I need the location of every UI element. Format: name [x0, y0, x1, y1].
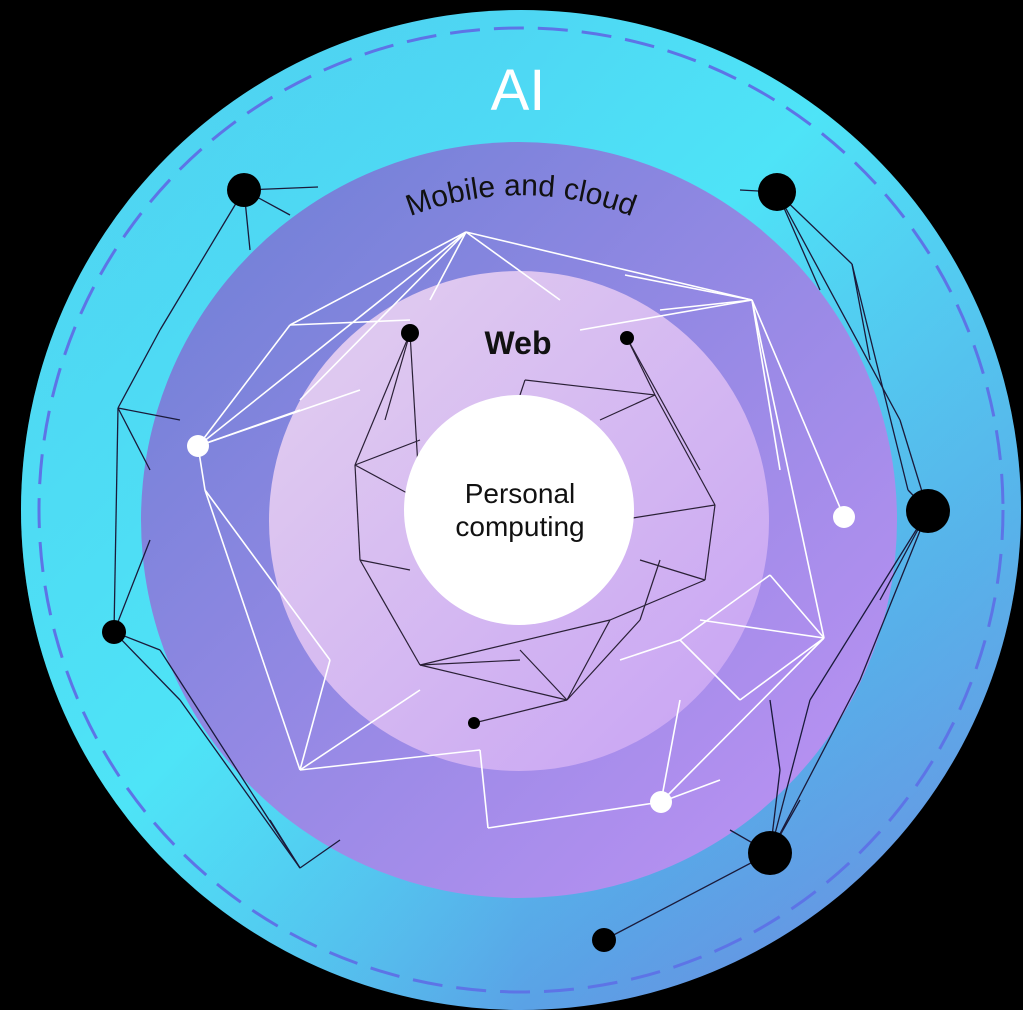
ai-node — [227, 173, 261, 207]
ai-node — [592, 928, 616, 952]
mobile-network-line — [660, 637, 825, 803]
ai-ring-dashed-border — [37, 26, 1005, 994]
ai-network-line — [117, 407, 151, 471]
ai-network-line — [769, 699, 781, 771]
mobile-network-line — [299, 231, 467, 401]
web-network-line — [626, 337, 701, 471]
mobile-network-line — [679, 574, 771, 641]
mobile-node — [187, 435, 209, 457]
web-network-lines — [354, 332, 716, 724]
mobile-network-line — [197, 231, 467, 447]
mobile-network-line — [465, 231, 561, 301]
web-network-line — [419, 619, 611, 666]
ai-node — [748, 831, 792, 875]
mobile-network-line — [769, 574, 825, 639]
web-network-line — [354, 332, 411, 466]
web-network-line — [419, 659, 521, 666]
mobile-network-lines — [197, 231, 845, 829]
mobile-network-line — [579, 299, 753, 331]
web-network-line — [639, 559, 661, 621]
ai-network-line — [859, 510, 929, 681]
web-network-line — [354, 464, 361, 561]
ai-network-line — [113, 631, 181, 701]
mobile-network-line — [204, 489, 331, 661]
mobile-network-line — [659, 299, 753, 311]
ai-network-line — [851, 263, 909, 491]
web-network-line — [419, 664, 568, 701]
web-network-line — [473, 699, 568, 724]
web-label: Web — [485, 325, 552, 361]
ai-network-line — [117, 329, 161, 409]
ai-network-line — [809, 510, 929, 701]
web-network-line — [359, 559, 421, 666]
mobile-network-line — [751, 299, 825, 639]
mobile-network-line — [739, 637, 825, 701]
mobile-network-line — [289, 231, 467, 326]
web-network-line — [524, 379, 656, 396]
web-network-line — [639, 559, 706, 581]
ai-node — [906, 489, 950, 533]
mobile-network-line — [660, 699, 681, 803]
mobile-node — [650, 791, 672, 813]
web-network-line — [566, 619, 641, 701]
personal-computing-core — [404, 395, 634, 625]
ai-network-line — [776, 191, 901, 421]
ai-network-line — [851, 263, 871, 361]
mobile-node — [833, 506, 855, 528]
ai-network-line — [299, 839, 341, 869]
web-network-line — [599, 394, 656, 421]
web-network-line — [654, 394, 716, 506]
web-network-line — [519, 649, 568, 701]
ai-network-line — [113, 539, 151, 633]
mobile-network-line — [679, 639, 741, 701]
mobile-network-line — [699, 619, 825, 639]
ai-label: AI — [491, 58, 546, 123]
web-network-line — [359, 559, 411, 571]
ai-network-line — [269, 819, 301, 869]
web-network-line — [354, 439, 421, 466]
ai-network-line — [117, 407, 181, 421]
ai-network-line — [769, 679, 861, 854]
network-nodes — [102, 173, 950, 952]
mobile-network-line — [204, 489, 301, 771]
mobile-network-line — [197, 409, 301, 447]
mobile-network-line — [479, 749, 489, 829]
web-network-line — [384, 332, 411, 421]
mobile-network-line — [487, 801, 662, 829]
ai-network-line — [113, 407, 119, 633]
web-node — [468, 717, 480, 729]
personal-computing-label-line1: Personal — [465, 478, 576, 509]
web-network-line — [704, 504, 716, 581]
web-node — [620, 331, 634, 345]
ai-network-line — [769, 699, 811, 854]
ai-node — [758, 173, 796, 211]
web-network-line — [519, 379, 526, 396]
web-network-line — [566, 619, 611, 701]
mobile-network-line — [429, 231, 467, 301]
mobile-network-line — [299, 749, 481, 771]
mobile-network-line — [289, 319, 411, 326]
ai-network-line — [179, 699, 301, 869]
personal-computing-label-line2: computing — [455, 511, 584, 542]
mobile-network-line — [465, 231, 753, 301]
mobile-network-line — [299, 659, 331, 771]
ai-network-line — [603, 852, 771, 941]
web-network-line — [609, 579, 706, 621]
mobile-network-line — [299, 689, 421, 771]
mobile-network-line — [619, 639, 681, 661]
mobile-network-line — [751, 299, 845, 518]
mobile-network-line — [751, 299, 781, 471]
mobile-network-line — [197, 324, 291, 447]
ai-network-line — [159, 189, 245, 331]
ai-node — [102, 620, 126, 644]
web-network-line — [619, 504, 716, 521]
web-node — [401, 324, 419, 342]
mobile-network-line — [624, 274, 753, 301]
